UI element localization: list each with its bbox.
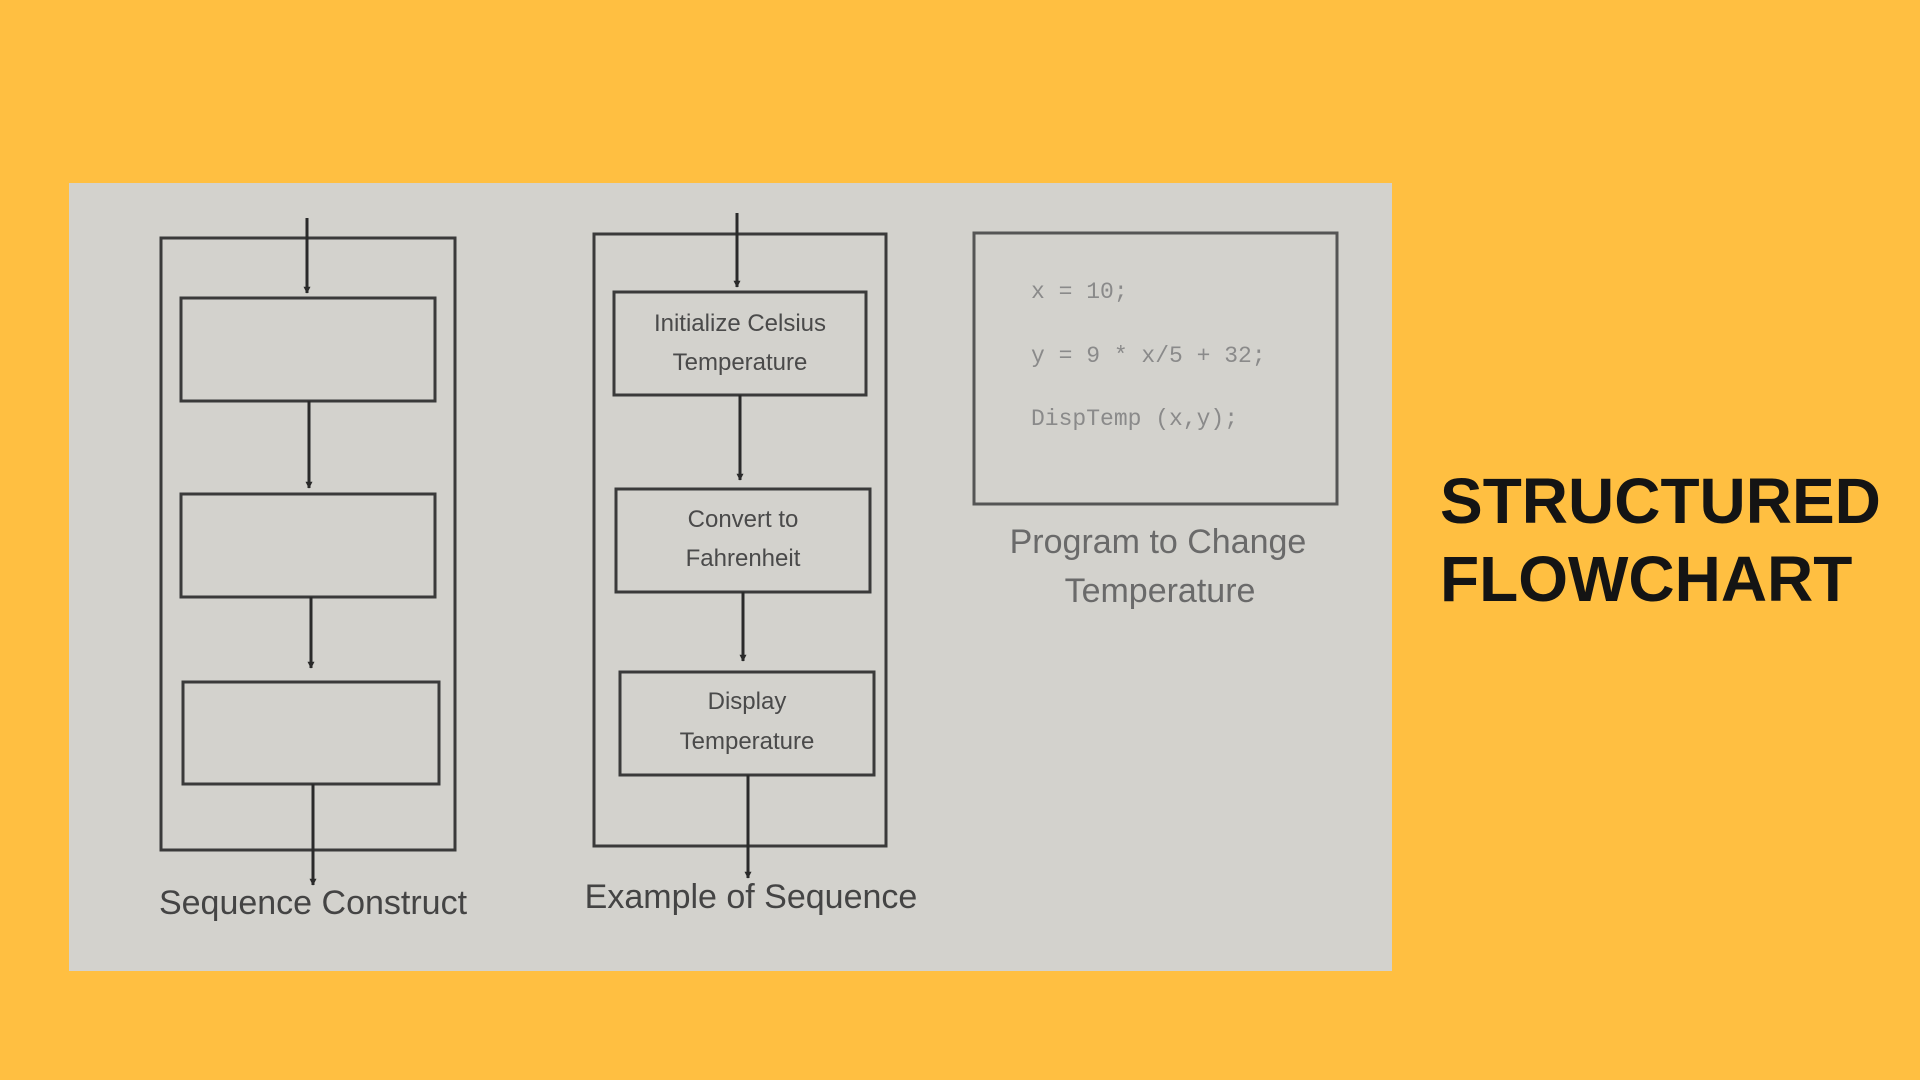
code-line-2: y = 9 * x/5 + 32; — [1031, 343, 1266, 369]
code-line-1: x = 10; — [1031, 279, 1128, 305]
example-step-1-line2: Temperature — [673, 349, 808, 376]
sequence-construct-frame — [159, 236, 457, 852]
example-step-2-line1: Convert to — [688, 506, 799, 533]
slide-title-line1: STRUCTURED — [1440, 465, 1881, 537]
example-sequence-caption: Example of Sequence — [585, 878, 918, 916]
sequence-construct-caption: Sequence Construct — [159, 884, 468, 922]
slide-title-line2: FLOWCHART — [1440, 543, 1853, 615]
example-step-3-line1: Display — [708, 688, 787, 715]
flowchart-diagram: Sequence Construct Initialize Celsius Te… — [159, 213, 1339, 922]
example-step-3-line2: Temperature — [680, 728, 815, 755]
program-caption-line2: Temperature — [1065, 572, 1256, 610]
sequence-construct-group: Sequence Construct — [159, 218, 468, 922]
program-caption-line1: Program to Change — [1010, 523, 1307, 561]
sequence-box-2 — [179, 492, 437, 599]
sequence-box-3 — [181, 680, 441, 786]
example-step-2-line2: Fahrenheit — [686, 545, 801, 572]
flowchart-scan-panel: Sequence Construct Initialize Celsius Te… — [69, 183, 1392, 971]
example-sequence-group: Initialize Celsius Temperature Convert t… — [585, 213, 918, 916]
example-step-box-1 — [612, 290, 868, 397]
program-code-box — [972, 231, 1339, 506]
example-sequence-frame — [592, 232, 888, 848]
example-step-1-line1: Initialize Celsius — [654, 310, 826, 337]
code-line-3: DispTemp (x,y); — [1031, 406, 1238, 432]
program-group: x = 10; y = 9 * x/5 + 32; DispTemp (x,y)… — [972, 231, 1339, 610]
slide-title: STRUCTURED FLOWCHART — [1440, 462, 1900, 618]
sequence-box-1 — [179, 296, 437, 403]
example-step-box-2 — [614, 487, 872, 594]
